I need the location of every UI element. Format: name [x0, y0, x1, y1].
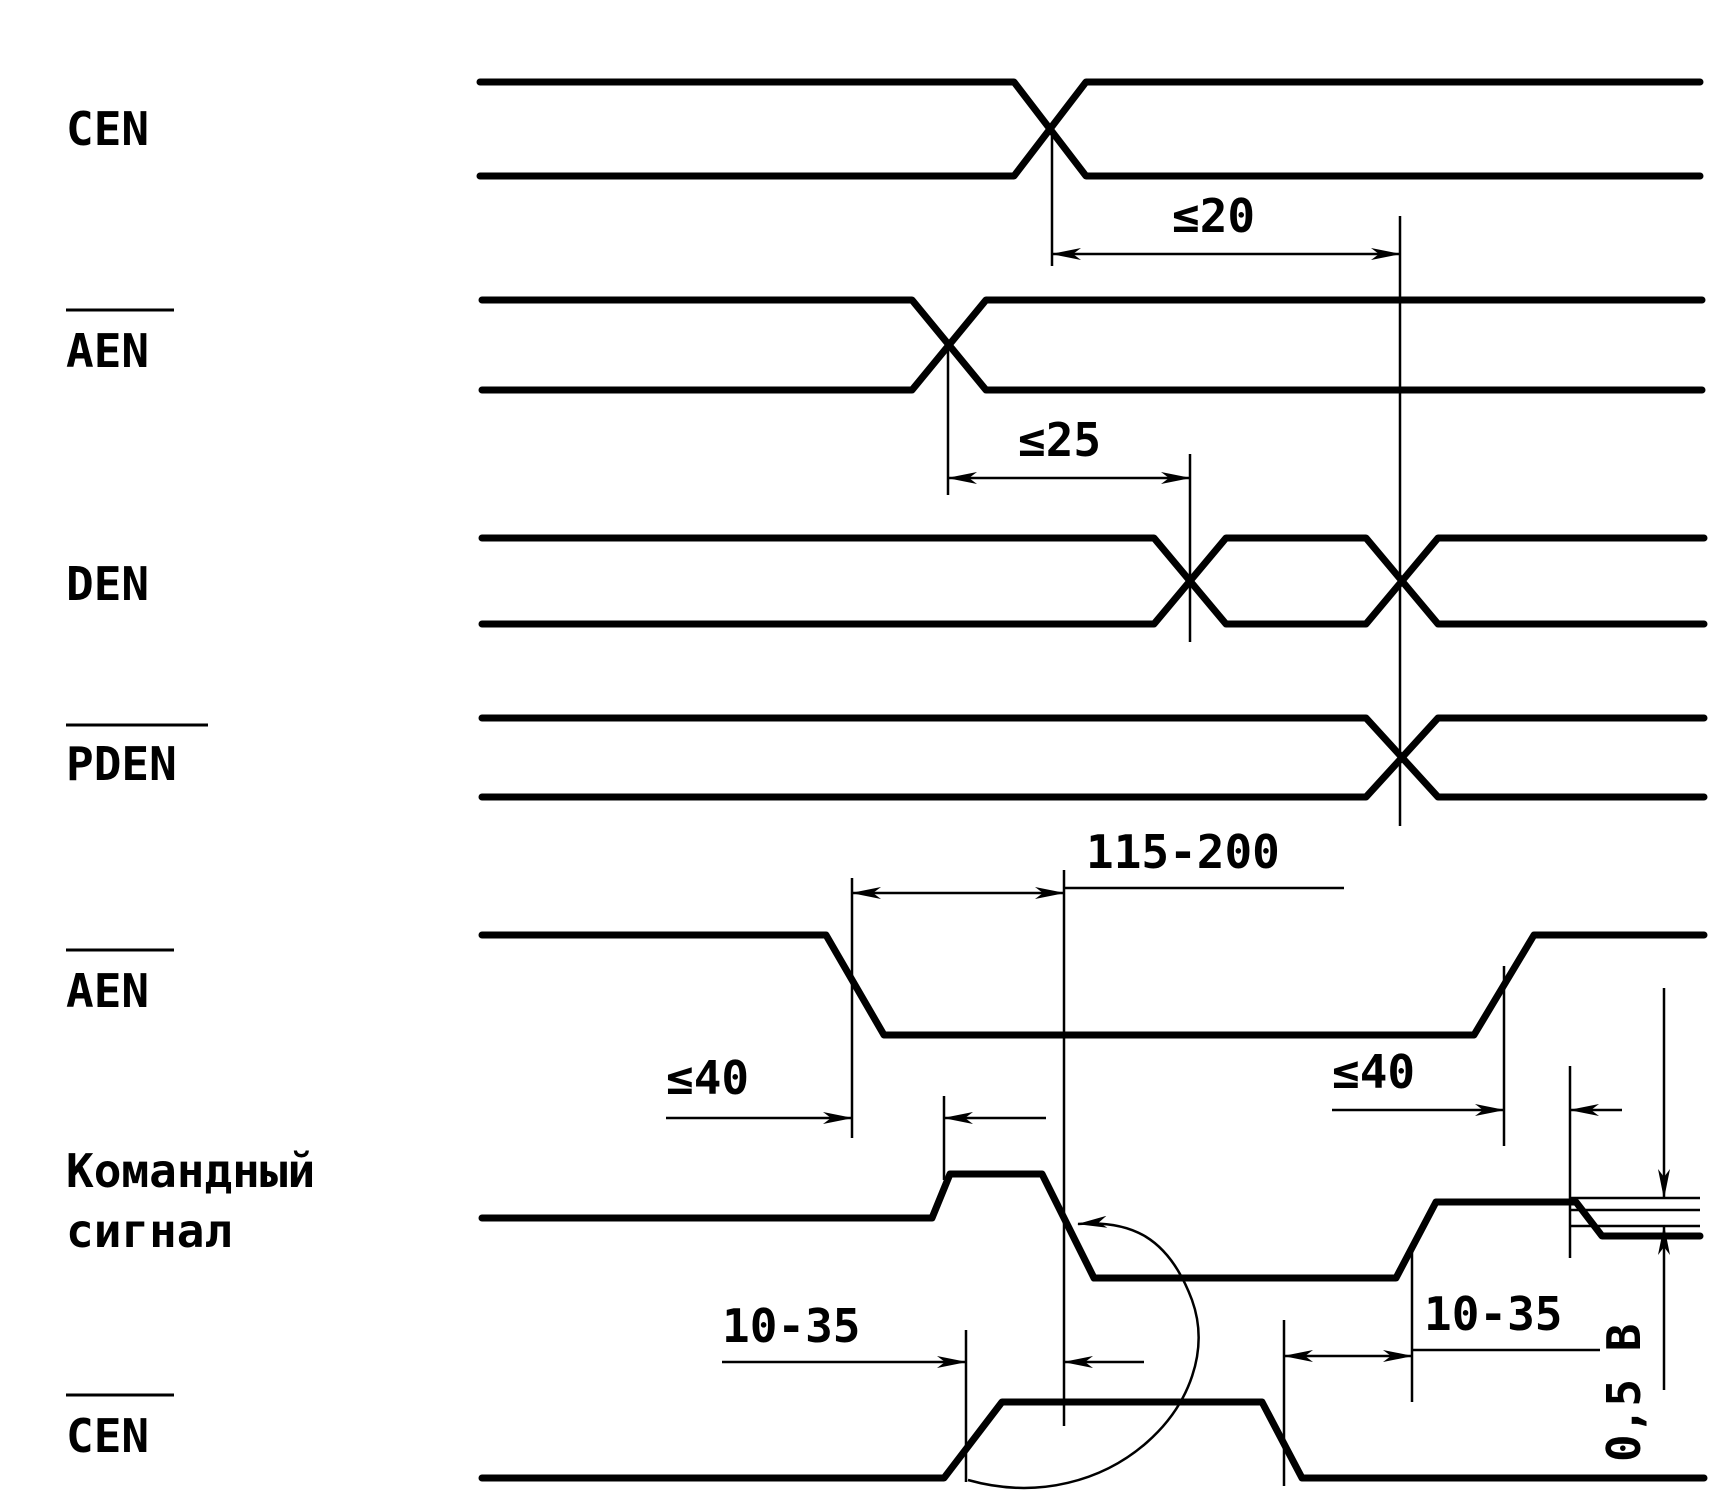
- label-command-line2: сигнал: [66, 1204, 232, 1258]
- dim-label-40-right: ≤40: [1332, 1045, 1415, 1099]
- label-den: DEN: [66, 557, 149, 611]
- dim-label-20: ≤20: [1172, 189, 1255, 243]
- dim-label-25: ≤25: [1018, 413, 1101, 467]
- wave-aen-1: [478, 296, 1706, 394]
- wave-cen-2: [478, 1398, 1708, 1482]
- label-aen-1: AEN: [66, 324, 149, 378]
- dim-label-40-left: ≤40: [666, 1051, 749, 1105]
- dim-label-10-35-left: 10-35: [722, 1299, 860, 1353]
- label-aen-2: AEN: [66, 964, 149, 1018]
- causal-arc-arrow: [967, 1215, 1200, 1490]
- label-cen: CEN: [66, 102, 149, 156]
- label-cen-2: CEN: [66, 1409, 149, 1463]
- wave-pden: [478, 714, 1708, 801]
- wave-den: [478, 534, 1708, 628]
- label-pden: PDEN: [66, 737, 177, 791]
- voltage-label: 0,5 В: [1597, 1324, 1651, 1462]
- wave-command-signal: [478, 1170, 1704, 1282]
- voltage-threshold-ticks: [1570, 1196, 1700, 1228]
- dim-label-10-35-right: 10-35: [1424, 1287, 1562, 1341]
- wave-aen-2: [478, 931, 1708, 1039]
- label-command-line1: Командный: [66, 1144, 315, 1198]
- dim-label-115-200: 115-200: [1086, 825, 1280, 879]
- wave-cen: [476, 78, 1704, 180]
